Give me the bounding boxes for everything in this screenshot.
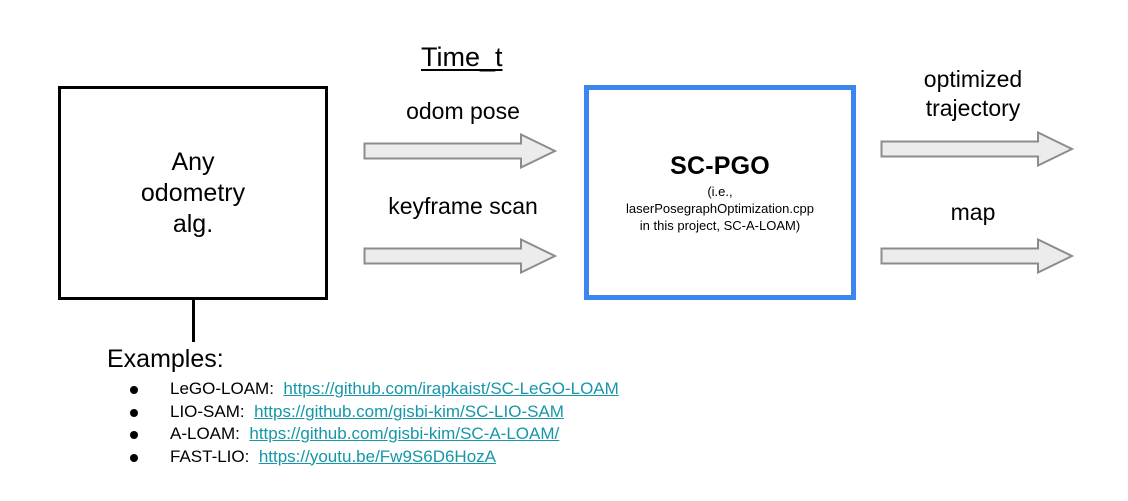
example-name: LIO-SAM:	[170, 401, 245, 421]
arrow-map-icon	[880, 238, 1074, 274]
bullet-icon	[130, 431, 138, 439]
examples-heading: Examples:	[107, 345, 224, 373]
arrow-label-optimized-trajectory: optimized trajectory	[923, 66, 1023, 121]
example-link[interactable]: https://github.com/gisbi-kim/SC-A-LOAM/	[249, 424, 560, 443]
page-title: Time_t	[421, 42, 503, 72]
example-link[interactable]: https://github.com/gisbi-kim/SC-LIO-SAM	[254, 401, 564, 421]
arrow-odom-pose-icon	[363, 133, 557, 169]
example-link[interactable]: https://youtu.be/Fw9S6D6HozA	[258, 446, 497, 466]
list-item: A-LOAM: https://github.com/gisbi-kim/SC-…	[107, 423, 727, 446]
connector-line	[192, 300, 195, 342]
example-name: FAST-LIO:	[170, 446, 250, 466]
arrow-label-odom-pose: odom pose	[406, 98, 520, 124]
arrow-optimized-trajectory-icon	[880, 131, 1074, 167]
bullet-icon	[130, 408, 138, 417]
list-item: LIO-SAM: https://github.com/gisbi-kim/SC…	[107, 401, 727, 424]
list-item: LeGO-LOAM: https://github.com/irapkaist/…	[107, 378, 727, 401]
example-name: LeGO-LOAM:	[170, 379, 274, 398]
odometry-node-label: Any odometry alg.	[140, 147, 246, 238]
scpgo-node-title: SC-PGO	[670, 152, 770, 180]
examples-list: LeGO-LOAM: https://github.com/irapkaist/…	[107, 378, 727, 468]
list-item: FAST-LIO: https://youtu.be/Fw9S6D6HozA	[107, 446, 727, 469]
examples-block: Examples: LeGO-LOAM: https://github.com/…	[107, 344, 727, 468]
scpgo-node-subtitle: (i.e., laserPosegraphOptimization.cpp in…	[626, 184, 814, 233]
arrow-label-keyframe-scan: keyframe scan	[388, 193, 538, 219]
example-name: A-LOAM:	[170, 424, 240, 443]
bullet-icon	[130, 453, 138, 462]
bullet-icon	[130, 386, 138, 394]
example-link[interactable]: https://github.com/irapkaist/SC-LeGO-LOA…	[283, 379, 619, 398]
arrow-label-map: map	[950, 199, 996, 225]
arrow-keyframe-scan-icon	[363, 238, 557, 274]
odometry-node: Any odometry alg.	[58, 86, 328, 300]
scpgo-node: SC-PGO (i.e., laserPosegraphOptimization…	[584, 85, 856, 300]
